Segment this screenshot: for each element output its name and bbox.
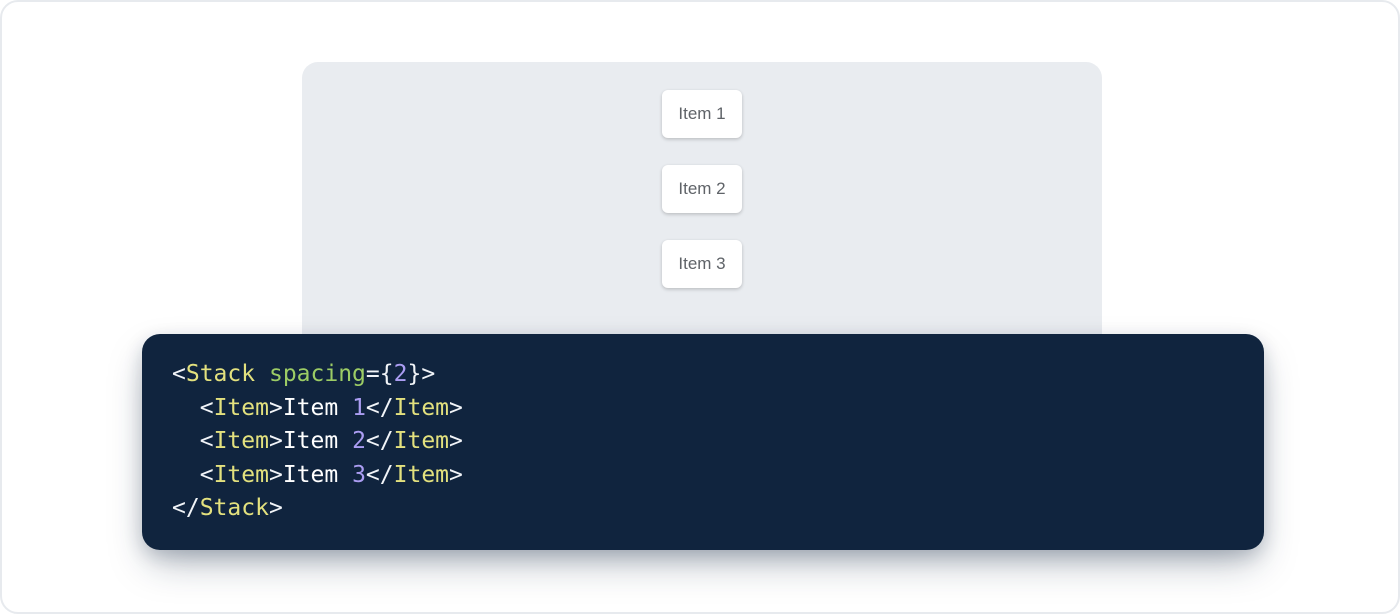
code-line: <Item>Item 3</Item> — [172, 459, 1234, 493]
code-token: }> — [407, 361, 436, 387]
code-token: Item — [213, 461, 269, 488]
code-token: 1 — [352, 394, 366, 421]
code-token: > — [268, 495, 283, 521]
stack-item-label: Item 2 — [678, 179, 726, 198]
code-token: Item — [282, 394, 353, 421]
code-line: <Stack spacing={2}> — [172, 358, 1234, 392]
code-token — [172, 428, 200, 454]
code-token: > — [449, 428, 463, 454]
code-token: </ — [172, 495, 200, 521]
code-token: Stack — [185, 361, 256, 387]
stack-item-label: Item 1 — [678, 104, 726, 123]
code-token: Item — [282, 428, 353, 454]
code-token: </ — [365, 428, 394, 454]
code-token: < — [199, 428, 214, 454]
code-token: 2 — [393, 361, 408, 387]
code-token: < — [199, 461, 214, 488]
code-token: > — [449, 461, 463, 488]
code-token: </ — [365, 394, 394, 421]
code-token: Item — [282, 461, 353, 488]
code-token: spacing — [268, 361, 366, 387]
stack-item-label: Item 3 — [678, 254, 726, 273]
code-line: </Stack> — [172, 492, 1234, 526]
code-token: > — [268, 428, 283, 454]
stack-item: Item 1 — [662, 90, 742, 138]
code-token: > — [268, 461, 283, 488]
code-token: > — [268, 394, 283, 421]
code-token: < — [172, 361, 186, 387]
code-token — [172, 462, 200, 488]
code-block: <Stack spacing={2}> <Item>Item 1</Item> … — [142, 334, 1264, 550]
code-token: > — [449, 394, 463, 421]
code-token: Stack — [199, 495, 269, 521]
code-token: 3 — [352, 461, 366, 488]
code-token: < — [199, 394, 214, 421]
code-token: </ — [365, 461, 394, 488]
code-line: <Item>Item 1</Item> — [172, 392, 1234, 426]
code-line: <Item>Item 2</Item> — [172, 425, 1234, 459]
code-token: 2 — [352, 428, 366, 454]
code-token: Item — [393, 394, 450, 421]
code-token: Item — [213, 428, 269, 454]
stack-item: Item 2 — [662, 165, 742, 213]
code-token: Item — [213, 394, 269, 421]
code-token: Item — [393, 428, 450, 454]
stack-item: Item 3 — [662, 240, 742, 288]
code-token: ={ — [365, 361, 394, 387]
code-token — [255, 361, 269, 387]
code-token: Item — [393, 461, 450, 488]
code-token — [172, 395, 200, 421]
